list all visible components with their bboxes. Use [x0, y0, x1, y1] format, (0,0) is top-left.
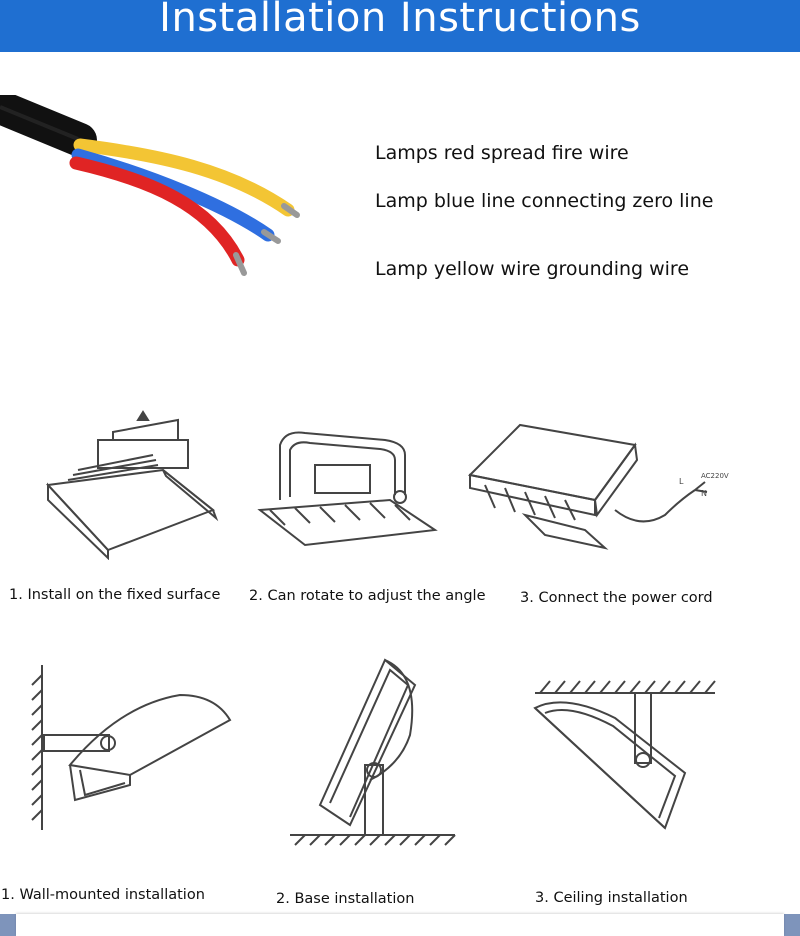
base-installation-diagram — [290, 658, 456, 846]
wall-mounted-diagram — [31, 665, 232, 830]
rotate-angle-diagram — [257, 431, 438, 547]
fixed-surface-diagram — [45, 410, 219, 560]
page-title: Installation Instructions — [159, 0, 641, 41]
cable-illustration — [0, 95, 300, 276]
l-label: L — [679, 477, 684, 486]
caption-power-cord: 3. Connect the power cord — [520, 590, 713, 606]
power-label: AC220V — [701, 472, 729, 480]
yellow-wire — [73, 138, 295, 217]
ceiling-installation-diagram — [533, 680, 716, 830]
power-cord-diagram: AC220V L N — [467, 423, 729, 550]
caption-fixed-surface: 1. Install on the fixed surface — [9, 587, 221, 603]
blue-wire — [71, 148, 275, 242]
wire-text-blue: Lamp blue line connecting zero line — [375, 190, 714, 212]
caption-wall-mounted: 1. Wall-mounted installation — [1, 887, 205, 903]
caption-rotate-angle: 2. Can rotate to adjust the angle — [249, 588, 486, 604]
caption-ceiling-installation: 3. Ceiling installation — [535, 890, 688, 906]
wire-text-red: Lamps red spread fire wire — [375, 142, 629, 164]
header-banner: Installation Instructions — [0, 0, 800, 52]
n-label: N — [701, 489, 707, 498]
footer-panel — [16, 914, 784, 936]
caption-base-installation: 2. Base installation — [276, 891, 415, 907]
red-wire — [69, 156, 245, 267]
footer-edge-left — [0, 914, 16, 936]
footer-edge-right — [784, 914, 800, 936]
wire-text-yellow: Lamp yellow wire grounding wire — [375, 258, 690, 280]
